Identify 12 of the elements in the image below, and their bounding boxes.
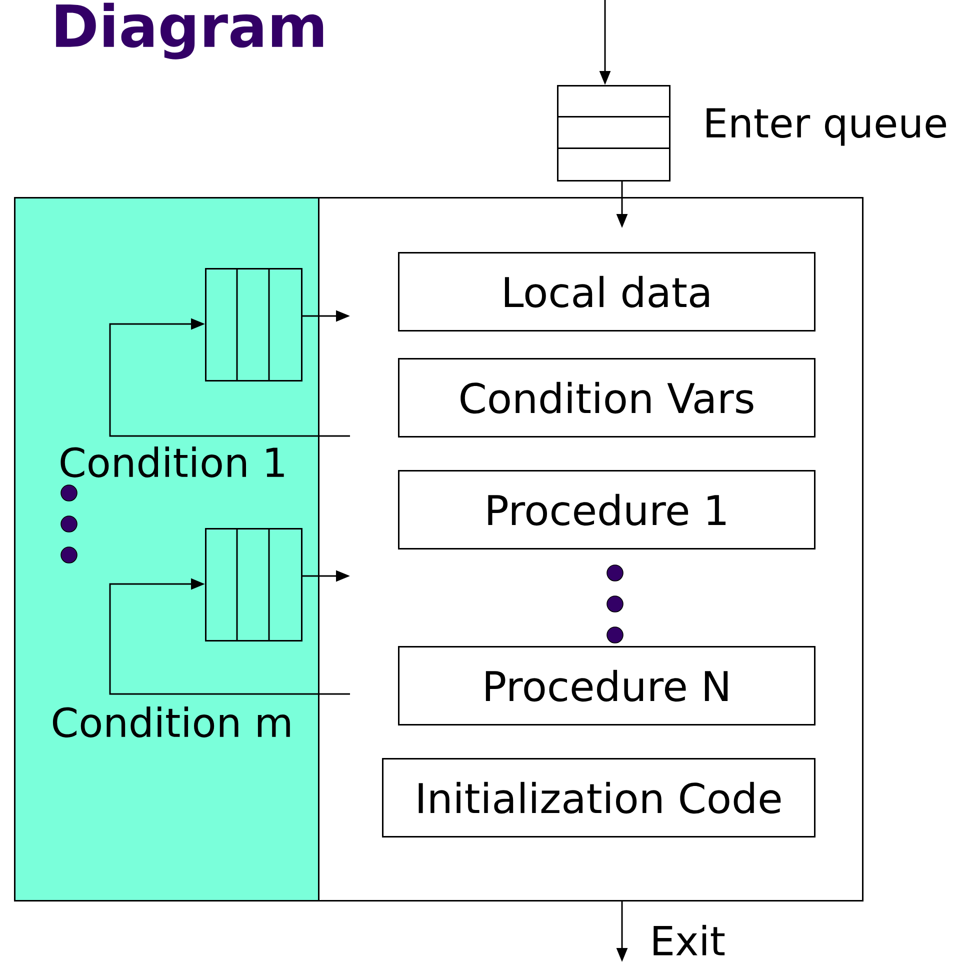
- edge-label: Exit: [648, 924, 726, 956]
- queue-label: Condition 1: [60, 446, 284, 478]
- queue-label: Enter queue: [706, 108, 946, 146]
- section-box: Initialization Code: [382, 758, 816, 838]
- section-box: Procedure N: [398, 646, 816, 726]
- queue-label: Condition m: [52, 706, 290, 738]
- arrow: [109, 318, 350, 437]
- section-box: Condition Vars: [398, 358, 816, 438]
- title: Diagram: [56, 2, 324, 60]
- section-box: Procedure 1: [398, 470, 816, 550]
- section-box: Local data: [398, 252, 816, 332]
- arrow: [109, 578, 350, 695]
